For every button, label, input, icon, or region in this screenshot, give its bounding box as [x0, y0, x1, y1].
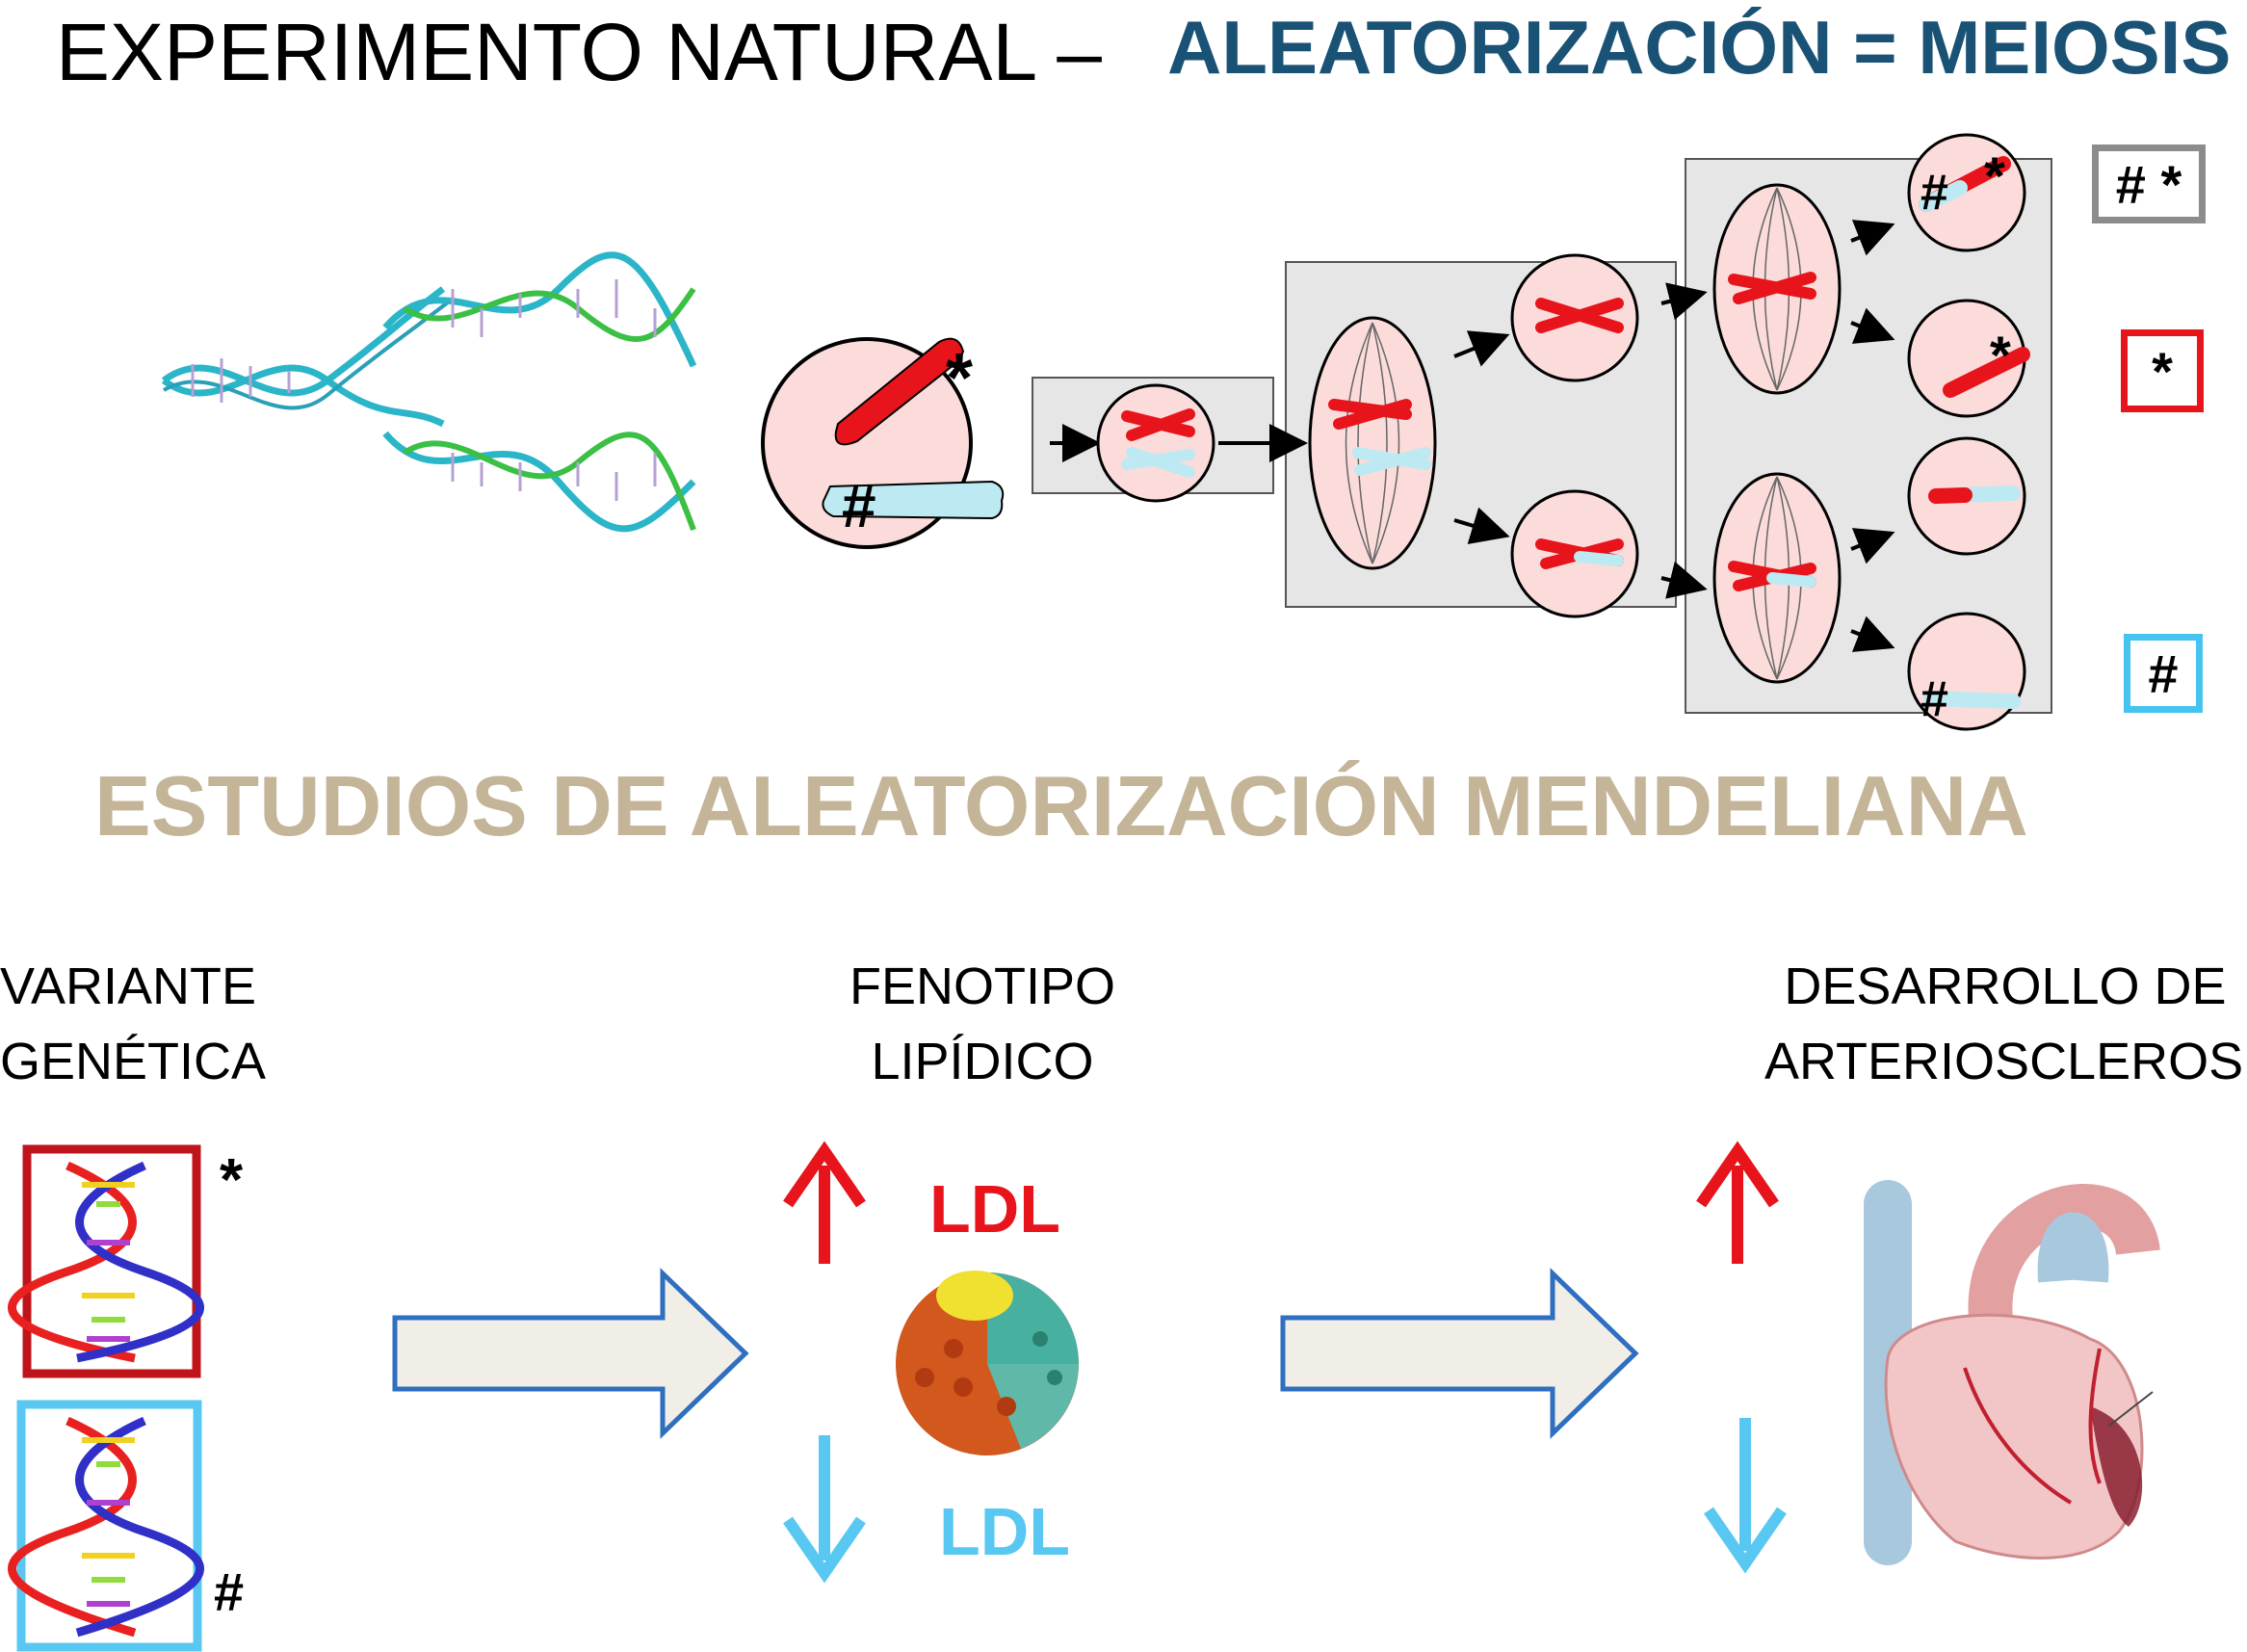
stage-outcome-line2: ARTERIOSCLEROSIS	[1764, 1033, 2247, 1090]
gamete2-star-mark: *	[1990, 325, 2011, 385]
arrow-right-icon	[392, 1268, 749, 1439]
dna-helix-icon	[8, 1416, 204, 1638]
header-title: EXPERIMENTO NATURAL –	[56, 7, 1103, 97]
gamete4-hash-mark: #	[1920, 671, 1948, 727]
ldl-down-label: LDL	[939, 1494, 1071, 1569]
gamete1-star-mark: *	[1984, 145, 2005, 206]
parent-hash-mark: #	[842, 471, 876, 540]
arrow-down-icon	[1704, 1418, 1787, 1574]
header-subtitle: ALEATORIZACIÓN = MEIOSIS	[1167, 5, 2232, 90]
variant-hash-mark: #	[214, 1561, 245, 1622]
lipoprotein-particle-icon	[896, 1271, 1079, 1455]
stage-variant-line2: GENÉTICA	[0, 1033, 267, 1090]
stage-phenotype-line1: FENOTIPO	[849, 957, 1115, 1015]
allele-key-star: *	[2121, 329, 2204, 412]
allele-key-hash-star: # *	[2092, 144, 2206, 223]
section-title: ESTUDIOS DE ALEATORIZACIÓN MENDELIANA	[94, 758, 2028, 853]
gamete1-hash-mark: #	[1920, 165, 1948, 221]
chromosome-icon	[761, 337, 1005, 549]
arrow-up-icon	[783, 1141, 866, 1264]
ldl-up-label: LDL	[929, 1171, 1061, 1246]
arrow-right-icon	[1280, 1268, 1639, 1439]
allele-key-hash: #	[2124, 634, 2203, 713]
variant-star-mark: *	[220, 1147, 244, 1214]
heart-icon	[1864, 1180, 2160, 1565]
stage-phenotype-label: FENOTIPO LIPÍDICO	[790, 949, 1175, 1099]
stage-outcome-line1: DESARROLLO DE	[1784, 957, 2227, 1015]
parent-star-mark: *	[946, 340, 974, 417]
dna-helix-icon	[8, 1161, 204, 1363]
stage-phenotype-line2: LIPÍDICO	[871, 1033, 1094, 1090]
arrow-up-icon	[1696, 1141, 1779, 1264]
stage-outcome-label: DESARROLLO DE ARTERIOSCLEROSIS	[1764, 949, 2247, 1099]
arrow-down-icon	[783, 1435, 866, 1584]
stage-variant-label: VARIANTE GENÉTICA	[0, 949, 266, 1099]
stage-variant-line1: VARIANTE	[0, 957, 257, 1015]
dna-replication-icon	[161, 251, 697, 533]
